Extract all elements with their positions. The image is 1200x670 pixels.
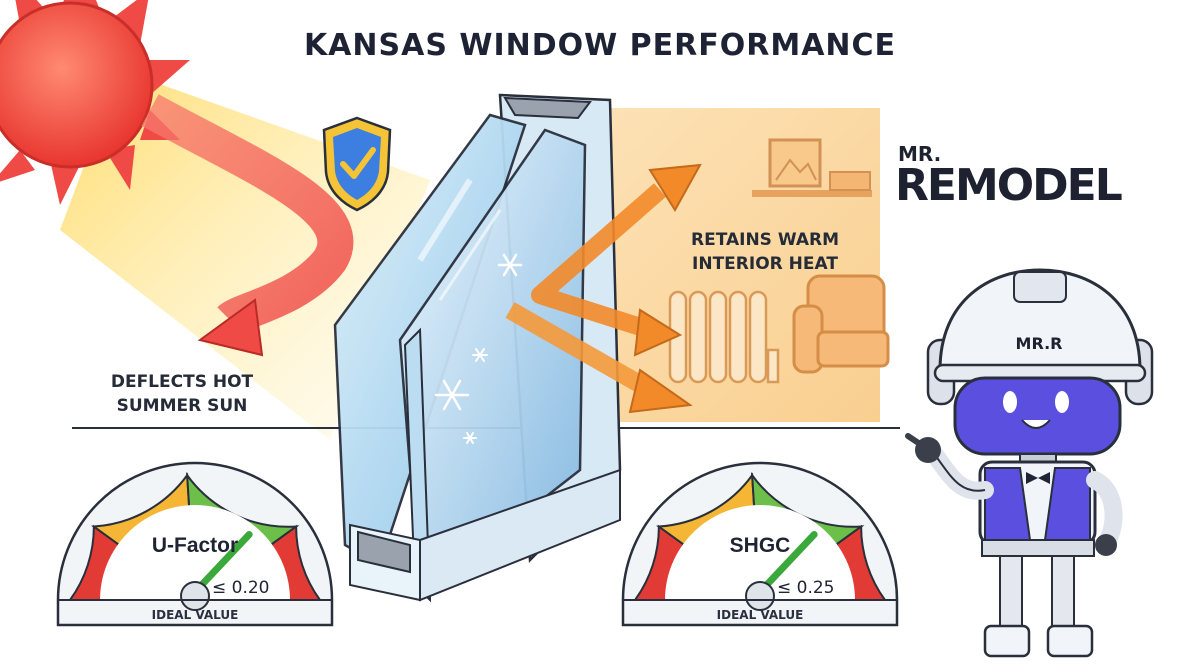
deflect-arrow [141,94,354,357]
radiator-icon [668,290,780,384]
gauge-needle [191,531,253,596]
gauge-hub [745,581,775,611]
summer-caption-line1: DEFLECTS HOT [110,372,254,392]
mascot-cap-label: MR.R [1015,334,1063,353]
u-factor-gauge [56,461,334,627]
shgc-footer: IDEAL VALUE [716,608,804,622]
heat-arrows [505,163,702,414]
u-factor-footer: IDEAL VALUE [151,608,239,622]
snowflake-icon [434,253,523,444]
robot-mascot [905,268,1154,658]
u-factor-label: U-Factor [151,534,239,557]
u-factor-value: ≤ 0.20 [212,578,270,598]
gauge-needle [756,531,818,596]
sun-icon [0,0,190,205]
shgc-gauge [621,461,899,627]
summer-caption: DEFLECTS HOT SUMMER SUN [72,370,292,418]
winter-caption-line1: RETAINS WARM [690,230,839,250]
summer-caption-line2: SUMMER SUN [116,396,248,416]
window-unit [333,93,622,603]
brand-prefix: MR. [898,142,942,166]
winter-caption: RETAINS WARM INTERIOR HEAT [650,228,880,276]
picture-frame-icon [768,138,822,188]
page-title: KANSAS WINDOW PERFORMANCE [303,28,897,63]
armchair-icon [792,274,890,374]
gauge-hub [180,581,210,611]
shield-check-icon [322,116,392,212]
winter-caption-line2: INTERIOR HEAT [692,254,838,274]
shgc-label: SHGC [729,534,791,557]
window-spacer [357,530,411,574]
shgc-value: ≤ 0.25 [777,578,835,598]
brand-logo: REMODEL [895,160,1123,211]
